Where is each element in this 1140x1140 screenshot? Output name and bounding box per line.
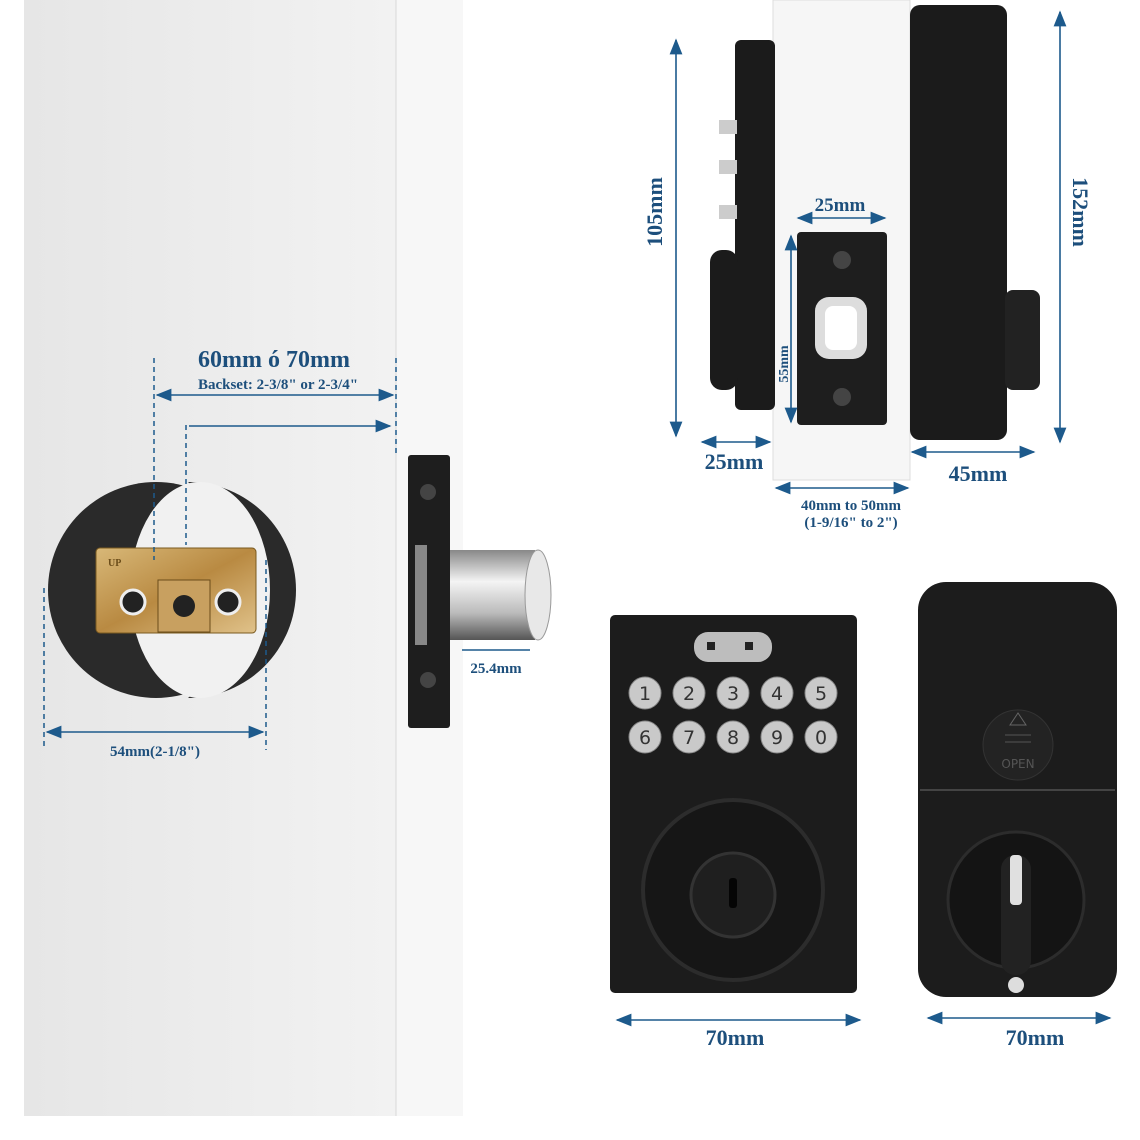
key-label: 9 bbox=[771, 727, 783, 749]
door-thickness-imperial-label: (1-9/16" to 2") bbox=[804, 515, 897, 531]
interior-housing-side bbox=[910, 5, 1007, 440]
keypad-key-9[interactable]: 9 bbox=[760, 720, 794, 754]
open-label: OPEN bbox=[1001, 757, 1034, 771]
exterior-height-label: 105mm bbox=[642, 177, 667, 247]
keypad-key-5[interactable]: 5 bbox=[804, 676, 838, 710]
interior-unit-back: OPEN 70mm bbox=[918, 582, 1117, 1050]
plate-height-label: 55mm bbox=[777, 345, 792, 383]
strike-plate bbox=[797, 232, 887, 425]
key-button[interactable] bbox=[628, 720, 662, 754]
key-label: 8 bbox=[727, 727, 739, 749]
key-label: 5 bbox=[815, 683, 827, 705]
key-button[interactable] bbox=[804, 676, 838, 710]
keypad-key-4[interactable]: 4 bbox=[760, 676, 794, 710]
exterior-keypad-side bbox=[735, 40, 775, 410]
thumb-turn-side bbox=[1005, 290, 1040, 390]
latch-assembly: UP bbox=[95, 547, 257, 634]
plate-width-label: 25mm bbox=[815, 195, 866, 216]
bolt-diameter-label: 25.4mm bbox=[470, 661, 522, 677]
key-label: 4 bbox=[771, 683, 783, 705]
key-button[interactable] bbox=[716, 720, 750, 754]
keypad-key-7[interactable]: 7 bbox=[672, 720, 706, 754]
key-button[interactable] bbox=[760, 720, 794, 754]
front-width-label: 70mm bbox=[706, 1025, 765, 1050]
back-width-label: 70mm bbox=[1006, 1025, 1065, 1050]
key-button[interactable] bbox=[672, 676, 706, 710]
key-label: 7 bbox=[683, 727, 695, 749]
key-button[interactable] bbox=[628, 676, 662, 710]
side-view: 105mm 152mm 25mm 55mm 25mm 45mm 40mm to … bbox=[642, 0, 1093, 531]
backset-imperial-label: Backset: 2-3/8" or 2-3/4" bbox=[198, 377, 358, 393]
key-label: 3 bbox=[727, 683, 739, 705]
status-led-window bbox=[694, 632, 772, 662]
keypad-key-6[interactable]: 6 bbox=[628, 720, 662, 754]
latch-faceplate bbox=[408, 455, 450, 728]
thumb-turn[interactable] bbox=[1001, 855, 1031, 975]
keypad-key-3[interactable]: 3 bbox=[716, 676, 750, 710]
key-cylinder-side bbox=[710, 250, 738, 390]
keypad-key-2[interactable]: 2 bbox=[672, 676, 706, 710]
key-label: 2 bbox=[683, 683, 695, 705]
key-label: 1 bbox=[639, 683, 651, 705]
exterior-keypad-front: 1 2 3 4 5 6 7 8 9 0 70mm bbox=[610, 615, 862, 1050]
keyhole-icon bbox=[729, 878, 737, 908]
key-label: 0 bbox=[815, 727, 827, 749]
keypad-key-8[interactable]: 8 bbox=[716, 720, 750, 754]
keypad-key-0[interactable]: 0 bbox=[804, 720, 838, 754]
backset-metric-label: 60mm ó 70mm bbox=[198, 347, 350, 373]
keypad-key-1[interactable]: 1 bbox=[628, 676, 662, 710]
key-button[interactable] bbox=[804, 720, 838, 754]
key-button[interactable] bbox=[760, 676, 794, 710]
exterior-depth-label: 25mm bbox=[705, 449, 764, 474]
key-button[interactable] bbox=[716, 676, 750, 710]
key-label: 6 bbox=[639, 727, 651, 749]
interior-height-label: 152mm bbox=[1068, 177, 1093, 247]
door-edge-view: UP 60mm ó 70mm Backset: 2-3/8" or 2-3/4"… bbox=[24, 0, 552, 1116]
door-thickness-metric-label: 40mm to 50mm bbox=[801, 498, 901, 514]
battery-cover-latch: OPEN bbox=[982, 709, 1054, 781]
bore-diameter-label: 54mm(2-1/8") bbox=[110, 744, 200, 760]
latch-up-marking: UP bbox=[108, 558, 121, 569]
key-button[interactable] bbox=[672, 720, 706, 754]
interior-depth-label: 45mm bbox=[949, 461, 1008, 486]
